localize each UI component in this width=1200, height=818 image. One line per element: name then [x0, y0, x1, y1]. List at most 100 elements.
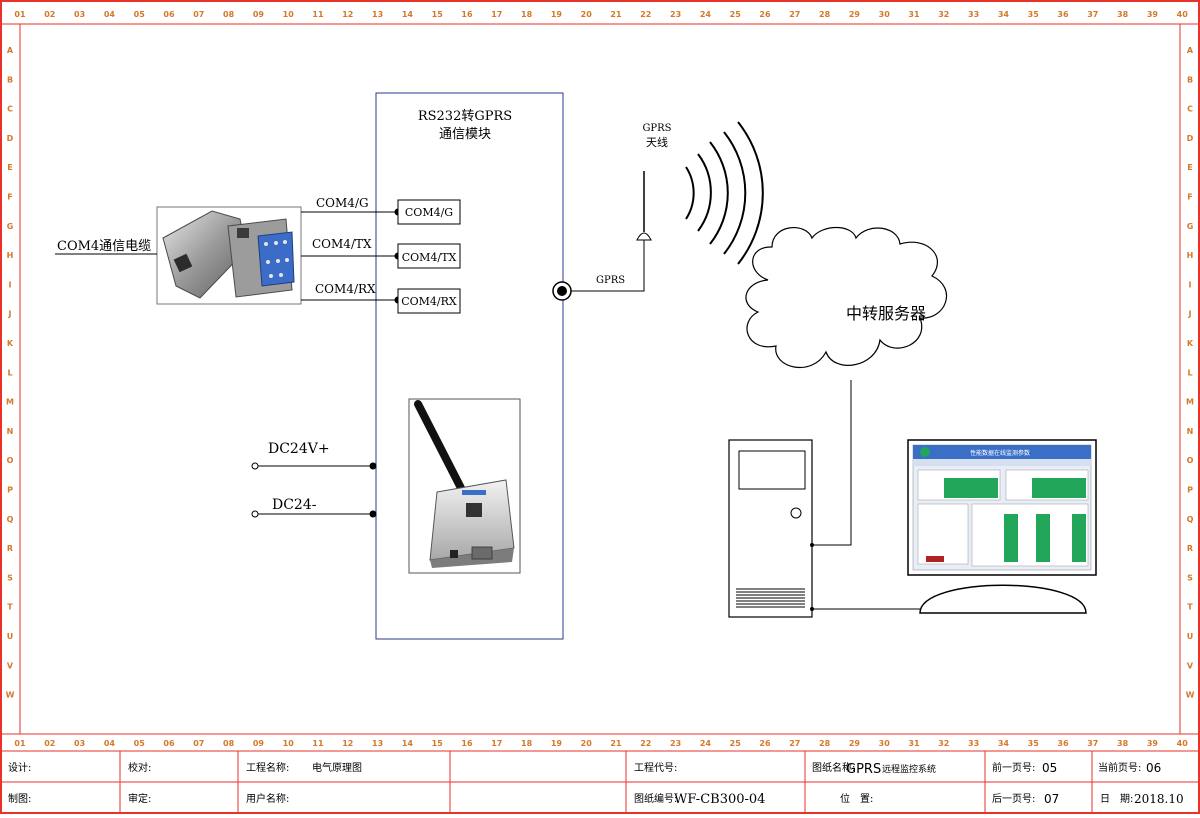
- column-label: 38: [1117, 739, 1129, 748]
- tb-drawing-name-sub: 远程监控系统: [882, 763, 936, 775]
- port-box-rx: [397, 288, 461, 314]
- port-box-g: [397, 199, 461, 225]
- column-label: 28: [819, 739, 831, 748]
- power-label-negative: DC24-: [272, 497, 317, 513]
- column-label: 20: [581, 10, 593, 19]
- row-label: U: [1187, 632, 1194, 641]
- column-label: 19: [551, 10, 563, 19]
- column-label: 25: [730, 10, 742, 19]
- column-label: 02: [44, 739, 55, 748]
- column-label: 36: [1057, 10, 1069, 19]
- row-label: R: [1187, 544, 1193, 553]
- row-label: V: [7, 661, 14, 670]
- wireless-signal-icon: [685, 121, 764, 265]
- port-wire-label-g: COM4/G: [316, 196, 369, 210]
- row-label: F: [1187, 193, 1192, 202]
- row-label: B: [1187, 75, 1193, 84]
- tb-review-label: 审定:: [128, 792, 151, 805]
- tb-current-page-label: 当前页号:: [1098, 761, 1141, 774]
- antenna-feed-wire: [571, 240, 645, 292]
- column-label: 07: [193, 10, 204, 19]
- column-label: 03: [74, 10, 85, 19]
- tb-drawing-no: WF-CB300-04: [674, 792, 765, 807]
- column-label: 18: [521, 10, 533, 19]
- row-label: U: [7, 632, 14, 641]
- column-label: 11: [312, 10, 324, 19]
- row-label: O: [7, 456, 14, 465]
- column-label: 06: [163, 10, 175, 19]
- column-label: 01: [14, 10, 26, 19]
- column-label: 28: [819, 10, 831, 19]
- row-label: K: [7, 339, 14, 348]
- column-label: 30: [879, 739, 891, 748]
- tb-check-label: 校对:: [128, 761, 151, 774]
- column-label: 25: [730, 739, 742, 748]
- column-label: 26: [759, 10, 771, 19]
- column-label: 38: [1117, 10, 1129, 19]
- tb-date-label: 日 期:: [1100, 793, 1133, 805]
- column-label: 32: [938, 10, 949, 19]
- row-label: G: [1187, 222, 1194, 231]
- column-label: 17: [491, 10, 502, 19]
- port-box-label-g: COM4/G: [405, 206, 453, 219]
- row-label: E: [7, 163, 12, 172]
- pc-tower-icon: [728, 439, 813, 618]
- row-label: F: [7, 193, 12, 202]
- column-label: 13: [372, 739, 383, 748]
- server-cloud-shape: [745, 226, 948, 369]
- tb-design-label: 设计:: [8, 761, 31, 774]
- antenna-connector: [552, 281, 572, 301]
- port-wires: [301, 211, 398, 301]
- column-label: 14: [402, 10, 414, 19]
- row-label: N: [7, 427, 14, 436]
- column-label: 29: [849, 10, 861, 19]
- port-wire-label-rx: COM4/RX: [315, 282, 376, 296]
- power-junction-dot: [369, 462, 377, 470]
- row-label: H: [1187, 251, 1194, 260]
- row-label: T: [1187, 603, 1193, 612]
- row-label: B: [7, 75, 13, 84]
- column-label: 27: [789, 10, 800, 19]
- row-label: H: [7, 251, 14, 260]
- module-title-line1: RS232转GPRS: [418, 109, 512, 124]
- column-label: 12: [342, 10, 353, 19]
- column-label: 15: [432, 739, 444, 748]
- gprs-modem-image: [408, 398, 521, 574]
- title-block: 设计: 校对: 工程名称: 电气原理图 工程代号: 图纸名称: GPRS 远程监…: [8, 761, 1184, 807]
- antenna-label-line1: GPRS: [642, 123, 671, 134]
- column-label: 37: [1087, 739, 1098, 748]
- column-label: 13: [372, 10, 383, 19]
- column-label: 02: [44, 10, 55, 19]
- column-label: 16: [461, 10, 473, 19]
- row-label: N: [1187, 427, 1194, 436]
- column-label: 18: [521, 739, 533, 748]
- antenna-icon: [636, 171, 652, 241]
- column-label: 14: [402, 739, 414, 748]
- column-label: 26: [759, 739, 771, 748]
- row-label: J: [1188, 310, 1192, 319]
- column-label: 05: [134, 10, 146, 19]
- column-label: 37: [1087, 10, 1098, 19]
- column-label: 04: [104, 10, 116, 19]
- column-label: 05: [134, 739, 146, 748]
- row-label: D: [7, 134, 14, 143]
- column-label: 21: [610, 739, 622, 748]
- port-wire-label-tx: COM4/TX: [312, 237, 372, 251]
- column-label: 40: [1177, 739, 1189, 748]
- row-label: C: [1187, 105, 1193, 114]
- column-label: 27: [789, 739, 800, 748]
- row-label: P: [7, 486, 13, 495]
- row-label: C: [7, 105, 13, 114]
- row-label: V: [1187, 661, 1194, 670]
- column-label: 03: [74, 739, 85, 748]
- column-label: 36: [1057, 739, 1069, 748]
- column-label: 24: [700, 10, 712, 19]
- column-label: 19: [551, 739, 563, 748]
- row-label: R: [7, 544, 13, 553]
- column-label: 35: [1028, 10, 1040, 19]
- column-label: 08: [223, 739, 235, 748]
- column-label: 35: [1028, 739, 1040, 748]
- tb-project-name: 电气原理图: [312, 761, 362, 774]
- row-label: T: [7, 603, 13, 612]
